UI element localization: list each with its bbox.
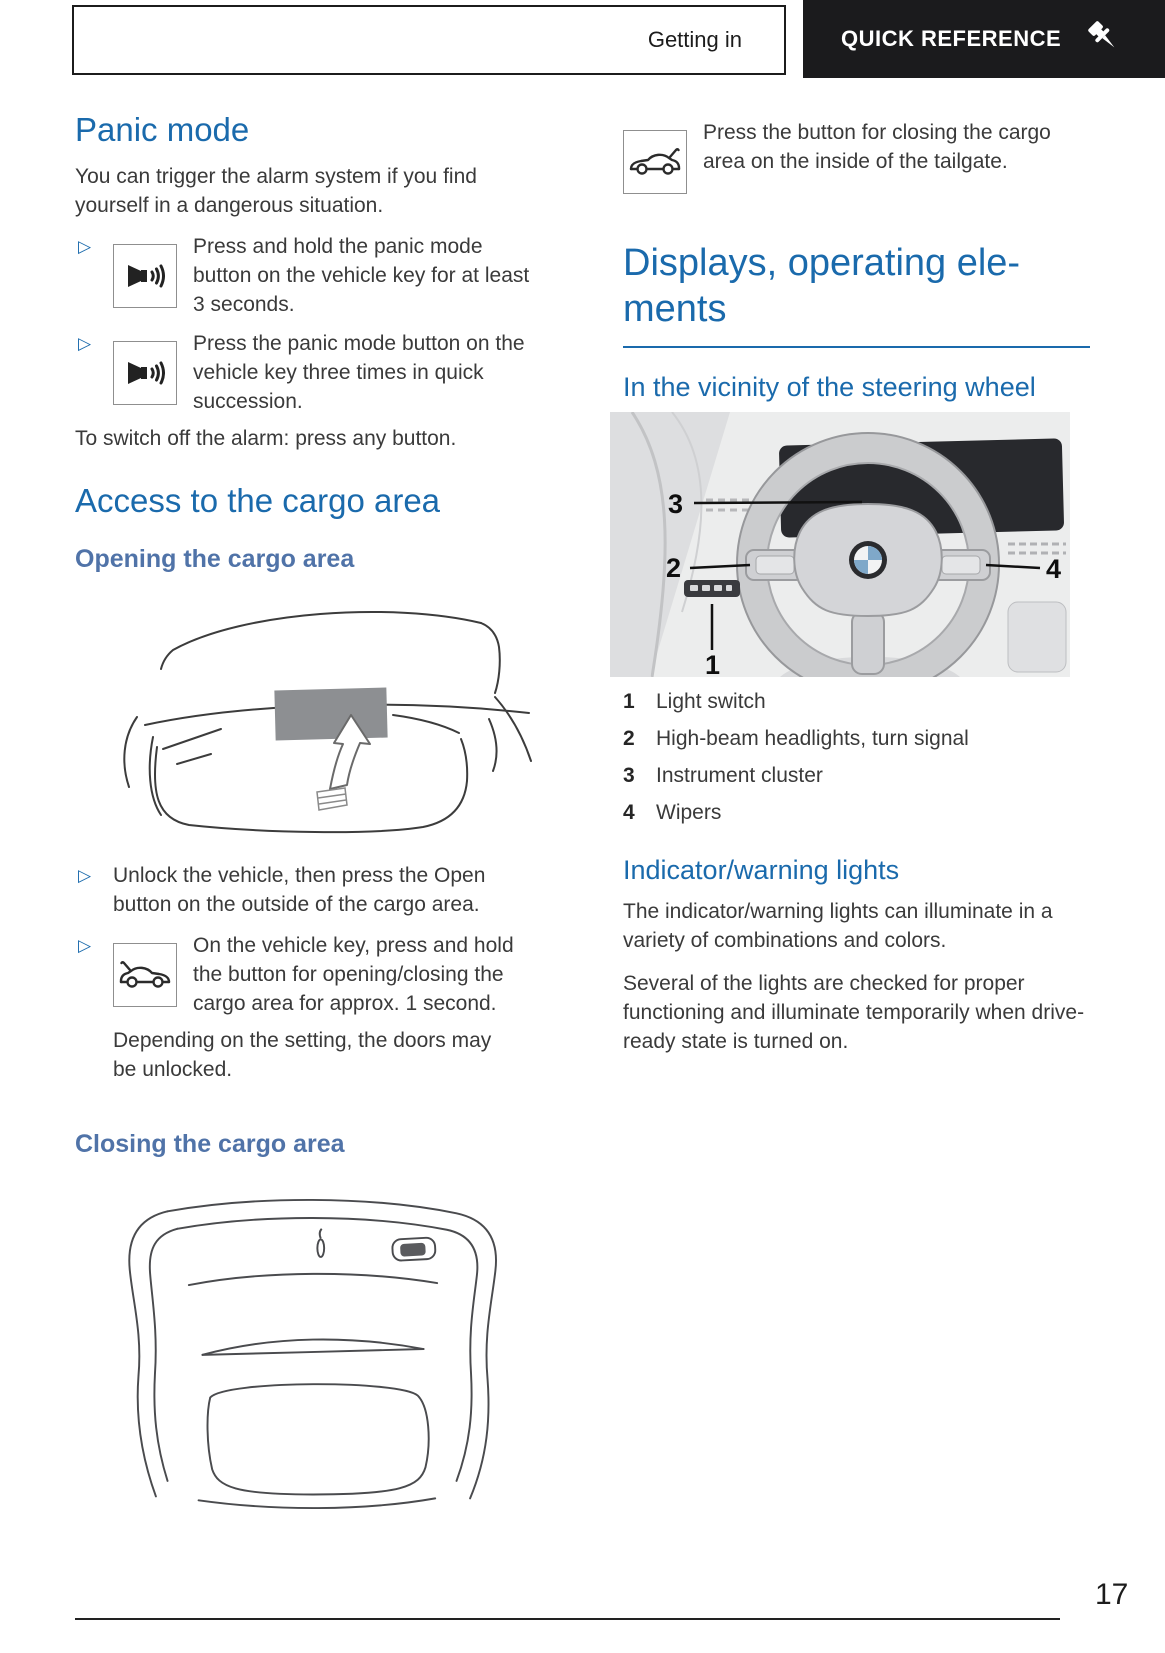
indicator-title: Indicator/warning lights [623, 855, 900, 885]
opening-bullet-1: ▷ Unlock the vehicle, then press the Ope… [75, 861, 553, 919]
legend-label: Instrument cluster [656, 764, 823, 787]
bmw-roundel [849, 541, 887, 579]
bullet-triangle-icon: ▷ [78, 936, 92, 955]
callout-lines [689, 500, 1041, 650]
steering-title: In the vicinity of the steering wheel [623, 372, 1036, 402]
quick-reference-tab: QUICK REFERENCE [803, 0, 1165, 78]
light-switch-panel [684, 580, 740, 597]
footer-rule [75, 1618, 1060, 1620]
cargo-access-title: Access to the cargo area [75, 482, 441, 519]
quick-reference-label: QUICK REFERENCE [841, 26, 1062, 51]
tailgate-close-button [391, 1236, 437, 1262]
closing-cargo-illustration [103, 1190, 553, 1510]
panic-bullet-1-text: Press and hold the panic mode button on … [193, 235, 530, 316]
header-section-box: Getting in [72, 5, 786, 75]
legend-item: 4 Wipers [623, 798, 1090, 827]
legend-label: Wipers [656, 801, 722, 824]
legend-label: Light switch [656, 690, 766, 713]
license-plate-area [274, 687, 388, 741]
callout-2: 2 [666, 553, 681, 583]
panic-bullet-1: ▷ Press and hold the panic mode button o… [75, 232, 553, 319]
steering-wheel [736, 432, 1000, 677]
opening-note: Depending on the setting, the doors may … [75, 1026, 553, 1084]
closing-cargo-title: Closing the cargo area [75, 1130, 345, 1158]
steering-wheel-illustration: 3 2 4 1 [610, 412, 1090, 677]
opening-cargo-title: Opening the cargo area [75, 545, 355, 573]
panic-mode-outro: To switch off the alarm: press any butto… [75, 427, 457, 450]
open-arrow [316, 714, 371, 811]
displays-title-line1: Displays, operating ele- [623, 242, 1021, 284]
legend-number: 4 [623, 801, 635, 824]
displays-title-line2: ments [623, 288, 727, 330]
bullet-triangle-icon: ▷ [78, 866, 92, 885]
section-divider [623, 346, 1090, 348]
panic-bullet-2-text: Press the panic mode button on the vehic… [193, 332, 525, 413]
steering-legend: 1 Light switch 2 High-beam headlights, t… [623, 687, 1090, 827]
opening-bullet-1-text: Unlock the vehicle, then press the Open … [113, 864, 486, 916]
page-number: 17 [1095, 1578, 1129, 1611]
bullet-triangle-icon: ▷ [78, 237, 92, 256]
panic-mode-title: Panic mode [75, 111, 250, 148]
legend-item: 3 Instrument cluster [623, 761, 1090, 790]
legend-number: 1 [623, 690, 635, 713]
callout-3: 3 [668, 489, 683, 519]
displays-title: Displays, operating ele- ments [623, 240, 1090, 332]
closing-tailgate-bullet-text: Press the button for closing the cargo a… [703, 121, 1051, 173]
legend-number: 2 [623, 727, 635, 750]
panic-speaker-icon [113, 244, 177, 308]
panic-speaker-icon [113, 341, 177, 405]
opening-cargo-illustration [93, 597, 553, 837]
opening-note-text: Depending on the setting, the doors may … [113, 1029, 492, 1081]
callout-4: 4 [1046, 554, 1061, 584]
legend-item: 2 High-beam headlights, turn signal [623, 724, 1090, 753]
cargo-key-button-icon [113, 943, 177, 1007]
callout-1: 1 [705, 650, 720, 677]
opening-bullet-2-text: On the vehicle key, press and hold the b… [193, 934, 514, 1015]
tailgate-latch-pin [316, 1228, 326, 1258]
closing-tailgate-bullet: Press the button for closing the cargo a… [623, 118, 1090, 194]
light-switch-buttons [690, 585, 732, 591]
tailgate-outline [128, 1198, 497, 1510]
panic-bullet-2: ▷ Press the panic mode button on the veh… [75, 329, 553, 416]
legend-number: 3 [623, 764, 635, 787]
cargo-key-button-icon [623, 130, 687, 194]
right-column: Press the button for closing the cargo a… [610, 100, 1090, 1056]
header-section-label: Getting in [647, 27, 742, 52]
panic-mode-intro: You can trigger the alarm system if you … [75, 165, 477, 217]
left-column: Panic mode You can trigger the alarm sys… [75, 100, 553, 1510]
legend-item: 1 Light switch [623, 687, 1090, 716]
opening-bullet-2: ▷ On the vehicle key, press and hold the… [75, 931, 553, 1018]
pushpin-icon [1087, 19, 1123, 59]
bullet-triangle-icon: ▷ [78, 334, 92, 353]
indicator-para-2: Several of the lights are checked for pr… [623, 972, 1085, 1053]
legend-label: High-beam headlights, turn signal [656, 727, 969, 750]
indicator-para-1: The indicator/warning lights can illumin… [623, 900, 1053, 952]
